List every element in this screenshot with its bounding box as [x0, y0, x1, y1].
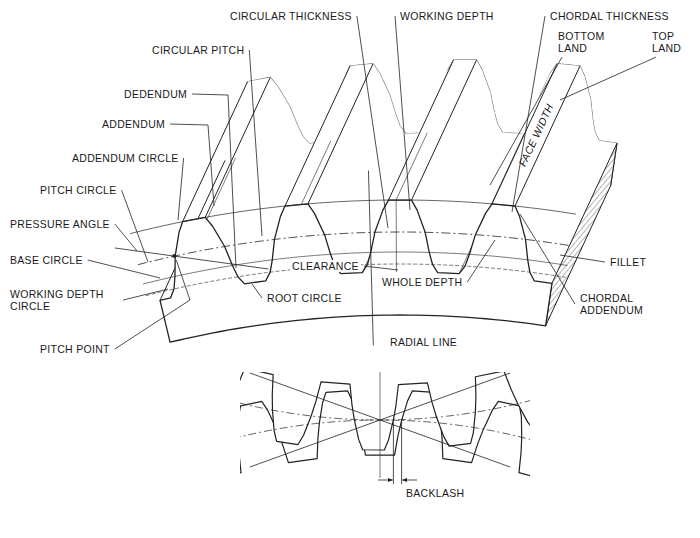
line-of-action [115, 248, 269, 269]
gear-rim [115, 60, 617, 345]
backlash-tick [393, 422, 394, 484]
leader-lines [88, 16, 656, 349]
part-label: TOP LAND [650, 30, 688, 54]
leader-line [115, 224, 137, 251]
leader-line [122, 190, 148, 262]
top-land-edge [183, 82, 248, 222]
addendum-circle [130, 200, 576, 234]
pitch-point-dot [172, 254, 176, 258]
backlash-arrow [378, 480, 393, 481]
backlash-arrow [402, 480, 417, 481]
part-label: ROOT CIRCLE [265, 292, 344, 304]
part-label: PITCH CIRCLE [38, 184, 119, 196]
part-label: CLEARANCE [290, 260, 361, 272]
leader-line [520, 214, 575, 304]
part-label: ADDENDUM [100, 118, 167, 130]
backlash-marks [378, 422, 417, 484]
top-land-edge [285, 66, 350, 206]
leader-line [252, 284, 262, 298]
pitch-circle [240, 384, 530, 420]
part-label: DEDENDUM [122, 88, 189, 100]
leader-line [115, 260, 190, 349]
leader-line [170, 124, 214, 206]
center-line [380, 372, 381, 478]
leader-line [249, 50, 262, 236]
backlash-tick [401, 422, 402, 484]
top-land-edge [492, 64, 557, 204]
meshing-gears [240, 372, 530, 478]
leader-line [357, 16, 388, 228]
base-circle [143, 252, 568, 284]
dimension-label: FACE WIDTH [515, 100, 556, 170]
pitch-circle [240, 420, 530, 443]
leader-line [192, 94, 236, 268]
leader-line [490, 57, 562, 185]
part-label: CHORDAL ADDENDUM [578, 292, 648, 316]
part-label: BASE CIRCLE [8, 254, 85, 266]
leader-line [178, 158, 184, 220]
part-label: WORKING DEPTH [398, 10, 496, 22]
top-land-edge [308, 64, 373, 204]
part-label: CHORDAL THICKNESS [548, 10, 671, 22]
top-land-edge [412, 60, 477, 200]
part-label: WHOLE DEPTH [380, 276, 464, 288]
leader-line [123, 289, 168, 300]
front-face [160, 200, 552, 342]
leader-line [560, 57, 656, 100]
part-label: CIRCULAR THICKNESS [228, 10, 354, 22]
part-label: RADIAL LINE [388, 336, 459, 348]
part-label: PRESSURE ANGLE [8, 218, 112, 230]
part-label: ADDENDUM CIRCLE [70, 152, 181, 164]
top-land-edge [205, 77, 270, 217]
part-label: FILLET [608, 256, 648, 268]
leader-line [560, 255, 605, 262]
whole-depth-dimension [396, 200, 397, 272]
leader-line [88, 260, 160, 278]
part-label: PITCH POINT [38, 343, 112, 355]
leader-line [467, 240, 495, 282]
leader-line [364, 266, 398, 270]
radial-line [368, 170, 373, 345]
part-label: BACKLASH [404, 487, 466, 499]
part-label: BOTTOM LAND [556, 30, 610, 54]
part-label: WORKING DEPTH CIRCLE [8, 288, 120, 312]
leader-line [395, 16, 410, 210]
upper-gear [240, 372, 530, 450]
part-label: CIRCULAR PITCH [150, 44, 246, 56]
